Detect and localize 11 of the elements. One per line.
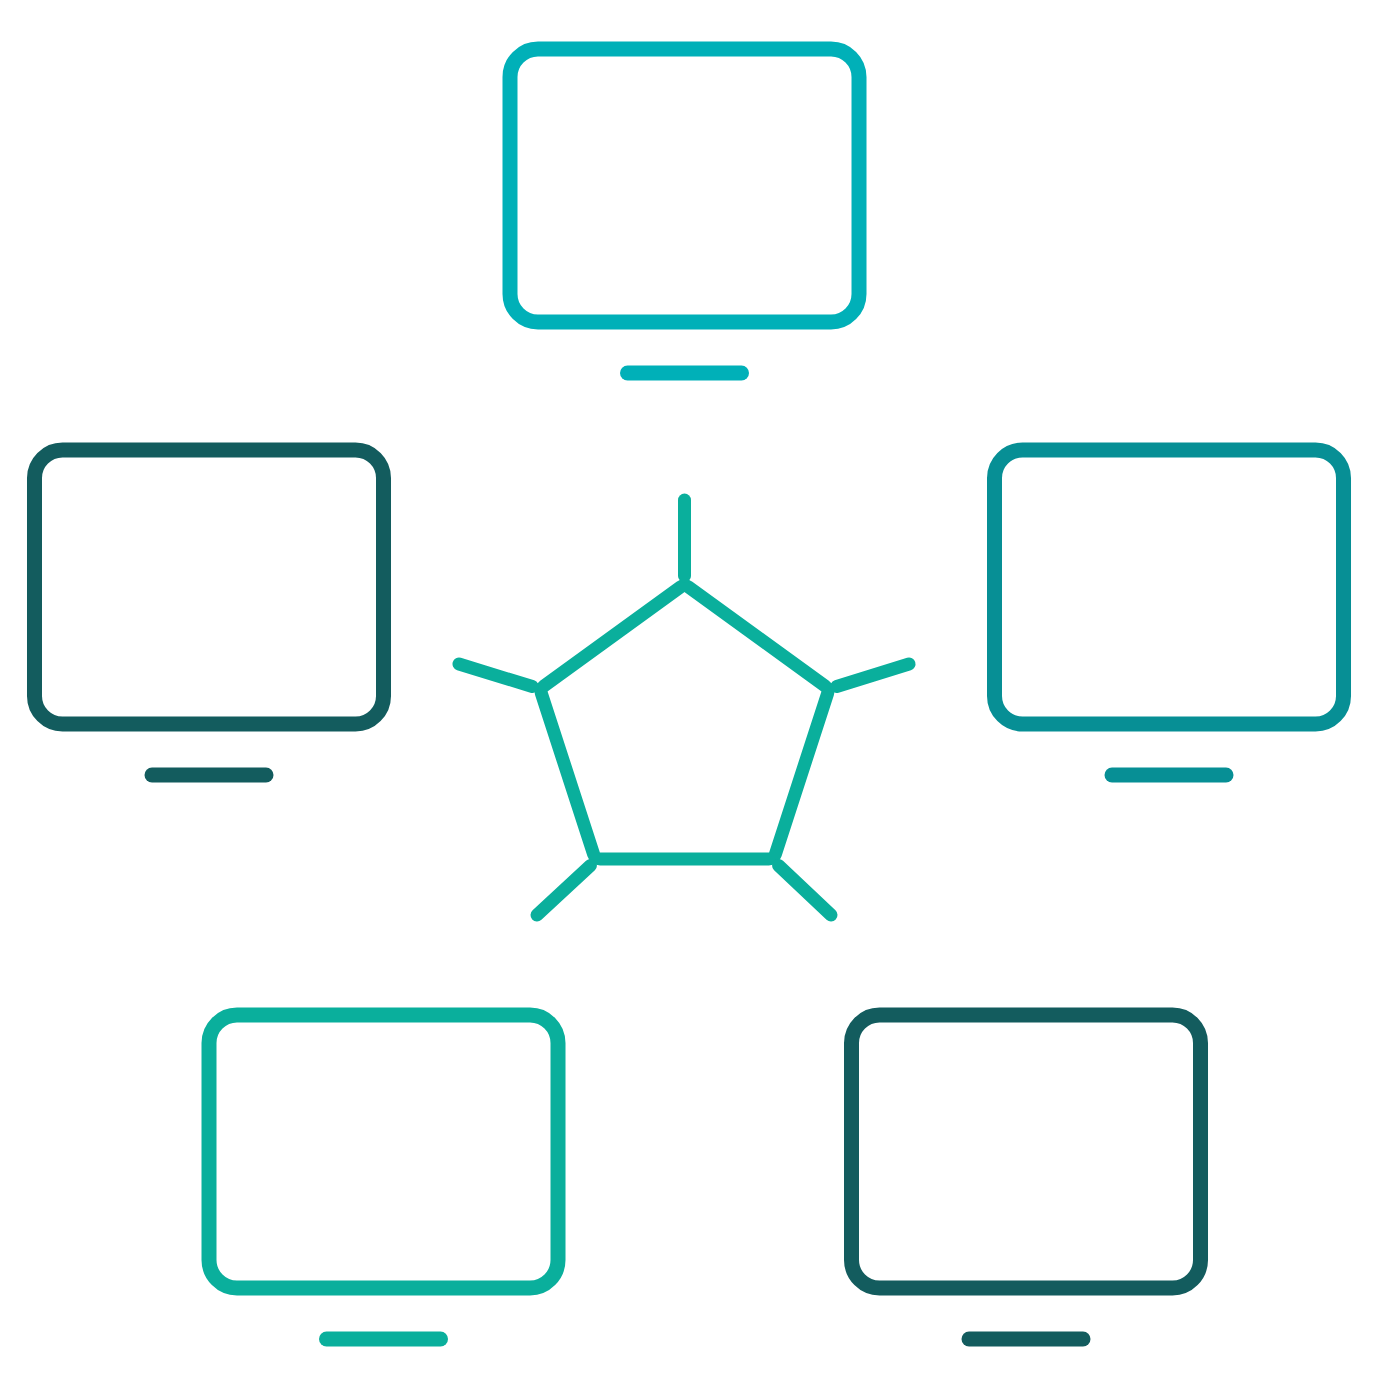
pentagon [534, 579, 835, 866]
monitor-screen [201, 1007, 566, 1296]
spoke-line [678, 493, 691, 583]
spoke-line [830, 657, 916, 694]
spoke-line [772, 858, 838, 922]
monitor-screen [844, 1007, 1208, 1296]
spoke-line [530, 858, 597, 922]
monitor-screen [27, 442, 391, 732]
monitor-screen [502, 41, 867, 330]
spoke-line [452, 657, 539, 694]
monitor-screen [987, 442, 1351, 732]
